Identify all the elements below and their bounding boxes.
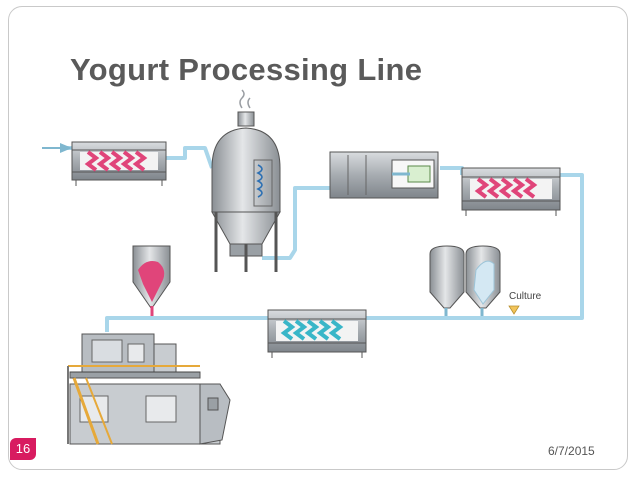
pipe-homogenizer-to-cooler	[440, 166, 464, 175]
cooling-exchanger	[267, 309, 367, 358]
culture-arrow-icon	[508, 305, 520, 315]
mixing-tank	[211, 89, 281, 272]
culture-label: Culture	[509, 291, 542, 302]
pipe-heater-to-tank	[165, 146, 214, 169]
steam-icon	[239, 89, 251, 109]
slide-date: 6/7/2015	[548, 444, 595, 458]
fruit-hopper	[132, 245, 171, 316]
culture-tanks	[429, 245, 501, 316]
slide-number: 16	[10, 438, 36, 460]
pipe-cooler-to-return	[365, 173, 584, 320]
pipe-return-to-packaging	[105, 316, 270, 332]
pipe-tank-to-homogenizer	[262, 186, 330, 260]
slide-title: Yogurt Processing Line	[70, 52, 423, 87]
input-arrow-icon	[60, 143, 72, 153]
heat-exchanger-1	[71, 141, 167, 186]
heat-exchanger-2	[461, 167, 561, 216]
homogenizer	[329, 151, 439, 199]
filling-machine	[67, 333, 231, 445]
